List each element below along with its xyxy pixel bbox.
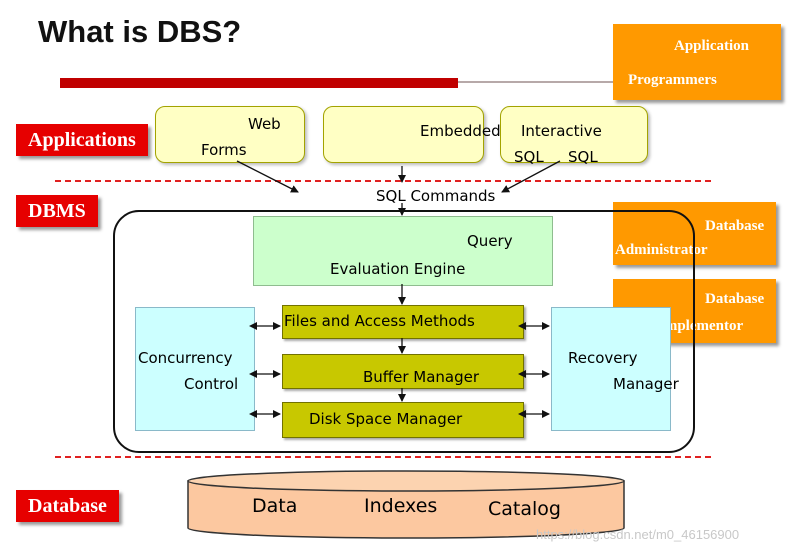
page-title: What is DBS? xyxy=(38,14,242,49)
concurrency-line1: Concurrency xyxy=(138,349,233,367)
app-programmers-line1: Application xyxy=(674,38,750,54)
database-item-catalog: Catalog xyxy=(488,498,561,520)
app-programmers-box: Application Programmers xyxy=(613,24,781,100)
query-engine-line2: Evaluation Engine xyxy=(330,260,466,278)
disk-space-manager-box: Disk Space Manager xyxy=(282,402,524,438)
top-dashed-separator xyxy=(55,180,711,182)
concurrency-control-box: Concurrency Control xyxy=(135,307,255,431)
buffer-manager-box: Buffer Manager xyxy=(282,354,524,389)
web-forms-line2: Forms xyxy=(201,141,247,159)
files-access-methods-box: Files and Access Methods xyxy=(282,305,524,339)
database-tag: Database xyxy=(16,490,119,522)
watermark-url: https://blog.csdn.net/m0_46156900 xyxy=(536,527,740,542)
interactive-line2a: SQL xyxy=(514,148,544,166)
query-evaluation-engine-box: Query Evaluation Engine xyxy=(253,216,553,286)
arrow-web-forms-to-sql xyxy=(236,160,299,193)
interactive-line1: Interactive xyxy=(521,122,602,140)
query-engine-line1: Query xyxy=(467,232,513,250)
concurrency-line2: Control xyxy=(184,375,239,393)
db-admin-line1: Database xyxy=(705,218,765,234)
interactive-line2b: SQL xyxy=(568,148,598,166)
sql-commands-label: SQL Commands xyxy=(376,187,496,205)
embedded-line1: Embedded xyxy=(420,122,501,140)
buffer-manager-label: Buffer Manager xyxy=(363,368,480,386)
database-item-data: Data xyxy=(252,495,298,517)
files-access-methods-label: Files and Access Methods xyxy=(284,312,475,330)
recovery-line2: Manager xyxy=(613,375,679,393)
disk-space-manager-label: Disk Space Manager xyxy=(309,410,463,428)
db-implementor-line1: Database xyxy=(705,291,765,307)
title-underline xyxy=(60,78,458,88)
db-implementor-line2: Implementor xyxy=(659,318,744,334)
interactive-sql-box: Interactive SQL SQL xyxy=(500,106,648,166)
app-programmers-line2: Programmers xyxy=(628,72,717,88)
db-admin-line2: Administrator xyxy=(615,242,708,258)
database-item-indexes: Indexes xyxy=(364,495,438,517)
embedded-box: Embedded xyxy=(323,106,501,163)
bottom-dashed-separator xyxy=(55,456,711,458)
title-connector-line xyxy=(458,81,613,83)
web-forms-line1: Web xyxy=(248,115,281,133)
applications-tag: Applications xyxy=(16,124,148,156)
web-forms-box: Web Forms xyxy=(155,106,305,163)
recovery-manager-box: Recovery Manager xyxy=(551,307,679,431)
recovery-line1: Recovery xyxy=(568,349,638,367)
dbms-tag: DBMS xyxy=(16,195,98,227)
